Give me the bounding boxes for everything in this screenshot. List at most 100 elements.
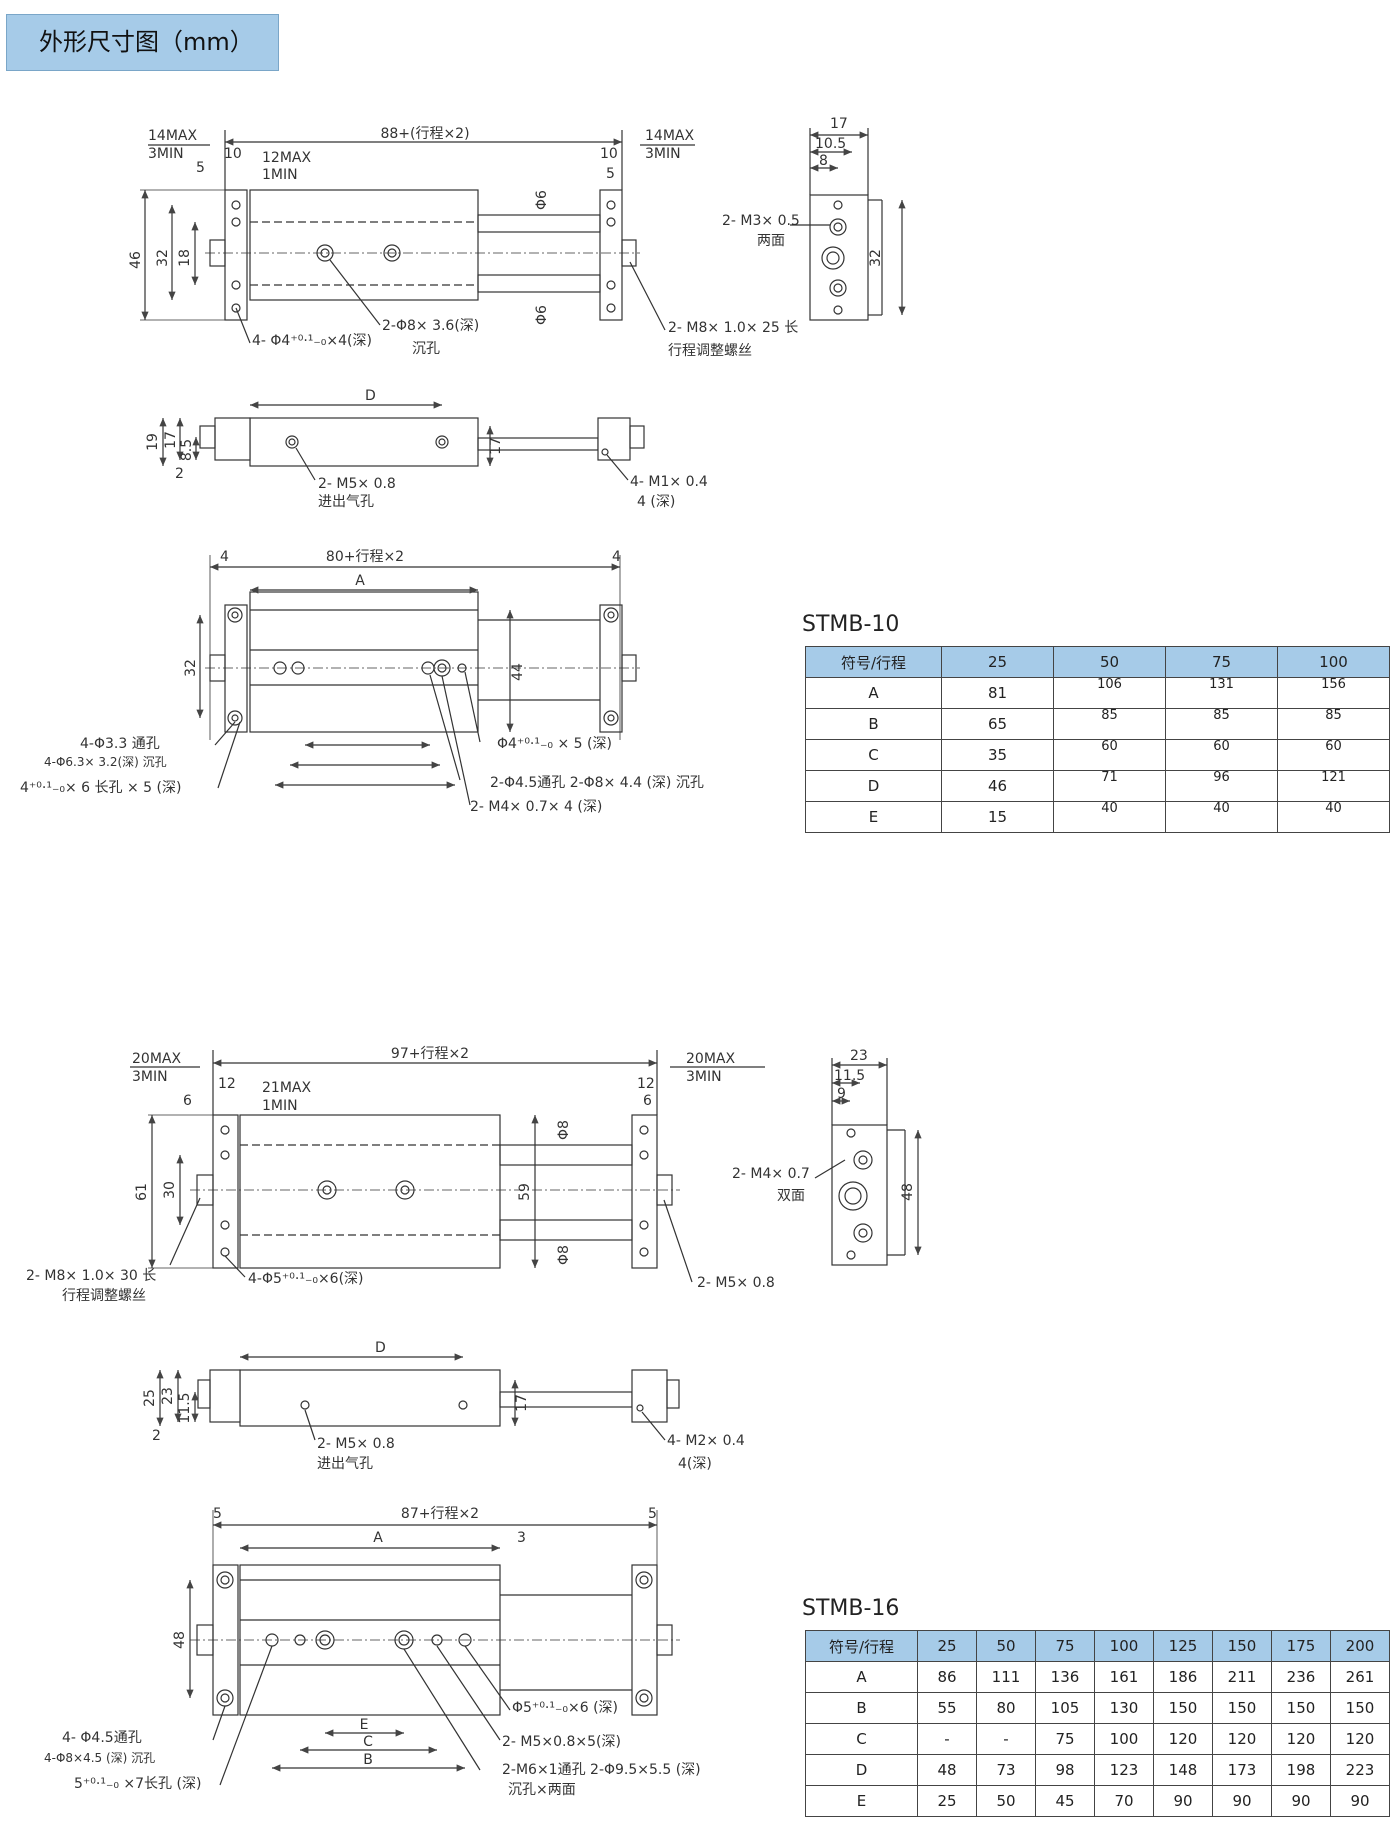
table-header-cell: 25 xyxy=(917,1630,977,1662)
stmb10-bottom-pin: Φ4⁺⁰·¹₋₀ × 5 (深) xyxy=(497,736,612,752)
stmb16-bottom-A: A xyxy=(373,1530,383,1546)
stmb10-side-h8-5: 8.5 xyxy=(179,439,195,461)
stmb16-side-h11-5: 11.5 xyxy=(177,1392,193,1423)
stmb10-end-w10-5: 10.5 xyxy=(815,136,846,152)
stmb16-hole-4: 4-Φ5⁺⁰·¹₋₀×6(深) xyxy=(248,1271,364,1287)
stmb16-side-thread: 4- M2× 0.4 xyxy=(667,1433,745,1449)
stmb16-spec-table: 符号/行程 25 50 75 100 125 150 175 200 A 86 … xyxy=(805,1630,1390,1817)
table-row: B 65 85 85 85 xyxy=(805,708,1390,740)
stmb10-end-w8: 8 xyxy=(819,153,828,169)
table-row: C 35 60 60 60 xyxy=(805,739,1390,771)
stmb16-stroke-screw-2: 行程调整螺丝 xyxy=(62,1288,146,1304)
stmb16-bottom-hole-pair: 2-M6×1通孔 2-Φ9.5×5.5 (深) xyxy=(502,1762,701,1778)
stmb10-counterbore: 2-Φ8× 3.6(深) xyxy=(382,318,479,334)
table-cell: 120 xyxy=(1212,1723,1272,1755)
table-cell: 90 xyxy=(1330,1785,1390,1817)
stmb10-bottom-view xyxy=(196,555,640,806)
table-cell: 86 xyxy=(917,1661,977,1693)
table-cell: 106 xyxy=(1053,677,1166,709)
table-cell: B xyxy=(805,1692,918,1724)
stmb10-hole-4: 4- Φ4⁺⁰·¹₋₀×4(深) xyxy=(252,333,372,349)
stmb16-bottom-hole-through-2: 4-Φ8×4.5 (深) 沉孔 xyxy=(44,1751,155,1765)
table-cell: D xyxy=(805,1754,918,1786)
table-cell: 75 xyxy=(1035,1723,1095,1755)
stmb10-bottom-h44: 44 xyxy=(510,663,526,681)
stmb10-dim-5-right: 5 xyxy=(606,166,615,182)
table-cell: 173 xyxy=(1212,1754,1272,1786)
stmb16-dim-12-right: 12 xyxy=(637,1076,655,1092)
table-header-cell: 符号/行程 xyxy=(805,1630,918,1662)
stmb10-side-view xyxy=(159,401,645,481)
stmb10-rod-ext-max: 12MAX xyxy=(262,150,311,166)
stmb16-right-stop-min: 3MIN xyxy=(686,1069,722,1085)
table-header-cell: 100 xyxy=(1277,646,1390,678)
table-cell: E xyxy=(805,801,942,833)
stmb10-side-port: 2- M5× 0.8 xyxy=(318,476,396,492)
table-cell: - xyxy=(976,1723,1036,1755)
stmb10-end-h32: 32 xyxy=(868,249,884,267)
stmb10-counterbore-2: 沉孔 xyxy=(412,341,440,357)
stmb10-phi6-bottom: Φ6 xyxy=(534,305,550,325)
stmb10-side-h19: 19 xyxy=(145,433,161,451)
stmb10-stroke-screw: 2- M8× 1.0× 25 长 xyxy=(668,320,798,336)
table-header-cell: 75 xyxy=(1165,646,1278,678)
table-cell: 65 xyxy=(941,708,1054,740)
stmb16-end-thread: 2- M4× 0.7 xyxy=(732,1166,810,1182)
table-cell: 120 xyxy=(1153,1723,1213,1755)
table-cell: 100 xyxy=(1094,1723,1154,1755)
stmb10-left-stop-min: 3MIN xyxy=(148,146,184,162)
table-cell: 60 xyxy=(1277,739,1390,771)
table-cell: 48 xyxy=(917,1754,977,1786)
stmb10-left-stop-max: 14MAX xyxy=(148,128,197,144)
table-header-cell: 125 xyxy=(1153,1630,1213,1662)
stmb16-h30: 30 xyxy=(162,1181,178,1199)
stmb10-bottom-hole-through: 4-Φ3.3 通孔 xyxy=(80,736,160,752)
table-header-cell: 50 xyxy=(976,1630,1036,1662)
table-cell: 80 xyxy=(976,1692,1036,1724)
stmb16-bottom-slot: 5⁺⁰·¹₋₀ ×7长孔 (深) xyxy=(74,1776,201,1792)
table-cell: 50 xyxy=(976,1785,1036,1817)
table-cell: 81 xyxy=(941,677,1054,709)
stmb10-top-view xyxy=(140,130,695,344)
stmb10-dim-10-right: 10 xyxy=(600,146,618,162)
stmb16-bottom-3: 3 xyxy=(517,1530,526,1546)
stmb10-bottom-h32: 32 xyxy=(183,659,199,677)
table-cell: 211 xyxy=(1212,1661,1272,1693)
table-cell: 25 xyxy=(917,1785,977,1817)
table-cell: 90 xyxy=(1153,1785,1213,1817)
stmb16-bottom-thread: 2- M5×0.8×5(深) xyxy=(502,1734,621,1750)
table-row: C - - 75 100 120 120 120 120 xyxy=(805,1723,1390,1755)
stmb10-side-thread: 4- M1× 0.4 xyxy=(630,474,708,490)
stmb16-h61: 61 xyxy=(134,1183,150,1201)
stmb16-dim-6-left: 6 xyxy=(183,1093,192,1109)
table-header-cell: 符号/行程 xyxy=(805,646,942,678)
stmb10-bottom-hole-pair: 2-Φ4.5通孔 2-Φ8× 4.4 (深) 沉孔 xyxy=(490,775,704,791)
table-cell: 60 xyxy=(1165,739,1278,771)
stmb10-side-D: D xyxy=(365,388,376,404)
stmb10-bottom-slot: 4⁺⁰·¹₋₀× 6 长孔 × 5 (深) xyxy=(20,780,181,796)
table-cell: 45 xyxy=(1035,1785,1095,1817)
table-cell: 55 xyxy=(917,1692,977,1724)
table-cell: 156 xyxy=(1277,677,1390,709)
table-header-cell: 175 xyxy=(1271,1630,1331,1662)
stmb16-left-stop-min: 3MIN xyxy=(132,1069,168,1085)
table-header-cell: 150 xyxy=(1212,1630,1272,1662)
table-cell: 130 xyxy=(1094,1692,1154,1724)
stmb16-end-thread-2: 双面 xyxy=(777,1188,805,1204)
table-cell: 150 xyxy=(1212,1692,1272,1724)
table-cell: 121 xyxy=(1277,770,1390,802)
table-cell: 60 xyxy=(1053,739,1166,771)
stmb10-dim-5-left: 5 xyxy=(196,160,205,176)
table-header-cell: 100 xyxy=(1094,1630,1154,1662)
table-cell: C xyxy=(805,1723,918,1755)
stmb16-side-view xyxy=(156,1353,680,1441)
stmb10-side-h17: 17 xyxy=(163,431,179,449)
stmb16-side-thread-2: 4(深) xyxy=(678,1456,712,1472)
table-row: A 81 106 131 156 xyxy=(805,677,1390,709)
table-cell: 150 xyxy=(1153,1692,1213,1724)
stmb10-spec-table: 符号/行程 25 50 75 100 A 81 106 131 156 B 65… xyxy=(805,646,1390,833)
stmb10-side-thread-2: 4 (深) xyxy=(637,494,675,510)
table-cell: 40 xyxy=(1053,801,1166,833)
stmb10-right-stop-max: 14MAX xyxy=(645,128,694,144)
